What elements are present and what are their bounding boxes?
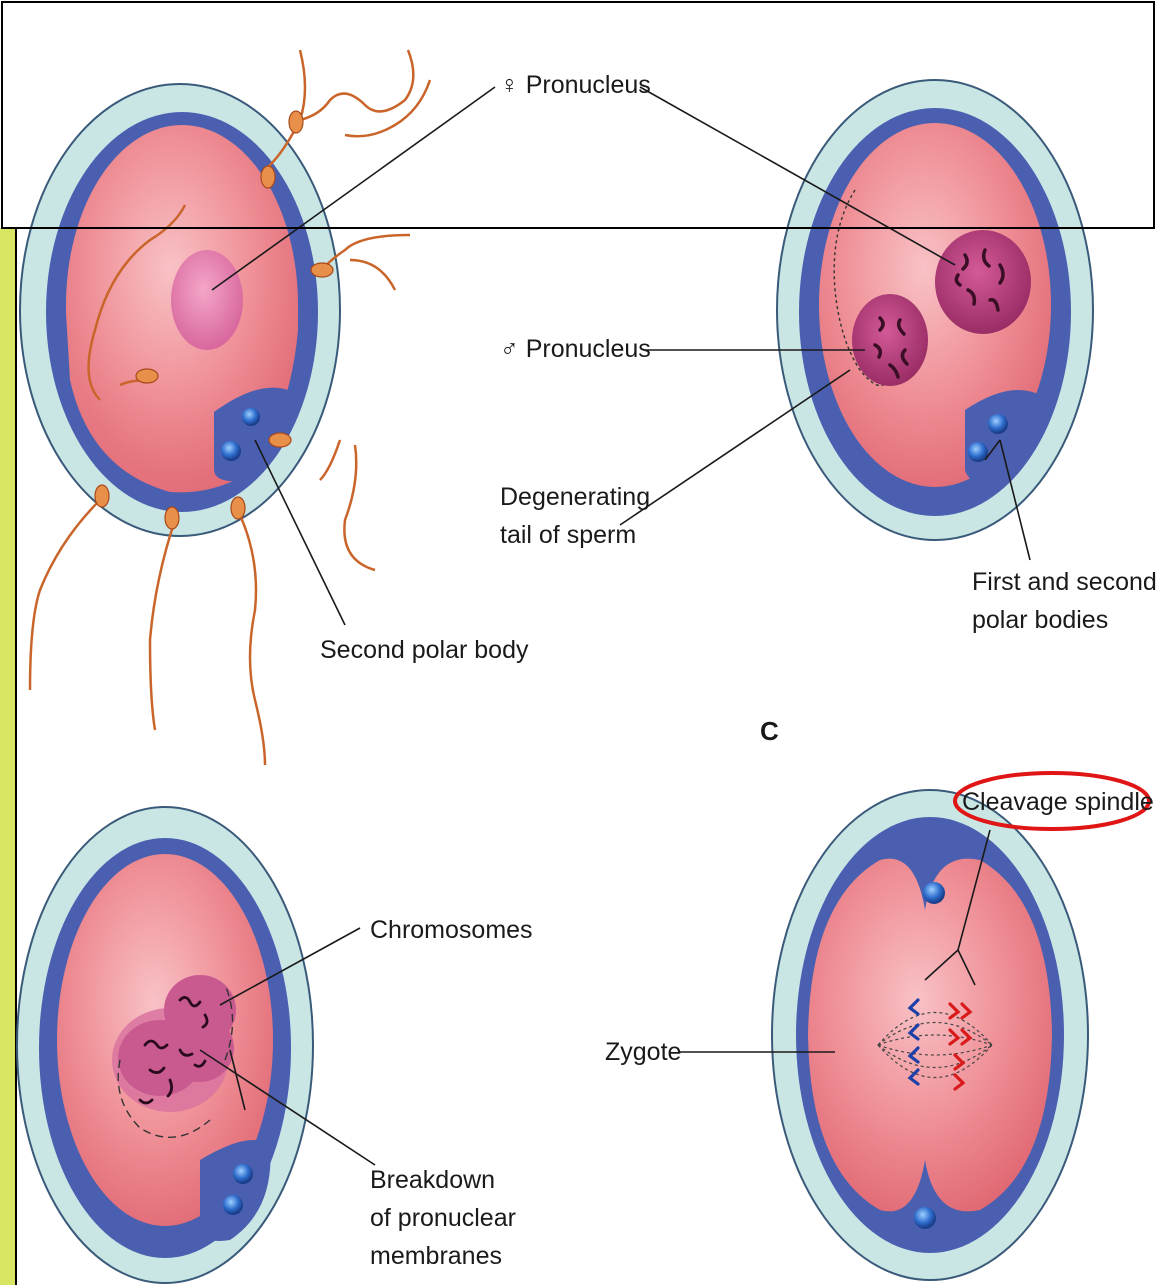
label-degenerating-tail-2: tail of sperm <box>500 521 636 549</box>
polar-body <box>223 1195 243 1215</box>
label-polar-bodies-1: First and second <box>972 568 1157 596</box>
left-accent-bar <box>0 228 16 1285</box>
oocyte-with-sperm <box>20 84 340 536</box>
female-pronucleus <box>935 230 1031 334</box>
polar-body <box>242 408 260 426</box>
panel-label-c: C <box>760 716 779 746</box>
label-breakdown-1: Breakdown <box>370 1166 495 1194</box>
male-pronucleus <box>852 294 928 386</box>
cell-with-chromosomes <box>17 807 313 1283</box>
label-zygote: Zygote <box>605 1038 681 1066</box>
polar-body <box>221 441 241 461</box>
polar-body <box>914 1207 936 1229</box>
label-breakdown-2: of pronuclear <box>370 1204 516 1232</box>
polar-body <box>923 882 945 904</box>
label-male-pronucleus: ♂ Pronucleus <box>500 335 651 363</box>
label-cleavage-spindle: Cleavage spindle <box>962 788 1154 816</box>
label-female-pronucleus: ♀ Pronucleus <box>500 71 651 99</box>
zygote-cell <box>772 790 1088 1280</box>
label-degenerating-tail-1: Degenerating <box>500 483 650 511</box>
polar-body <box>988 414 1008 434</box>
polar-body <box>233 1164 253 1184</box>
label-chromosomes: Chromosomes <box>370 916 533 944</box>
label-polar-bodies-2: polar bodies <box>972 606 1108 634</box>
label-second-polar-body: Second polar body <box>320 636 529 664</box>
oocyte-nucleus <box>171 250 243 350</box>
label-breakdown-3: membranes <box>370 1242 502 1270</box>
cell-with-pronuclei <box>777 80 1093 540</box>
